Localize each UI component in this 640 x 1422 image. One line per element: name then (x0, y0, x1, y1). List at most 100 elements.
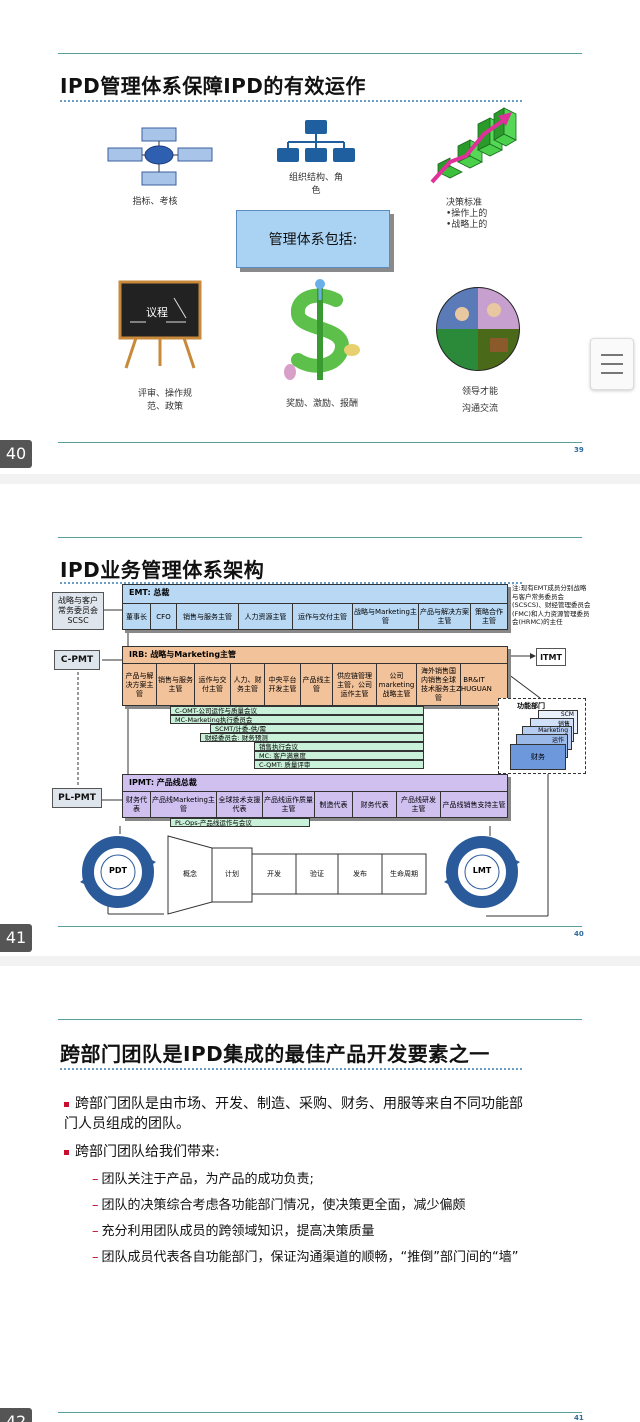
top-divider (58, 1019, 582, 1020)
metrics-diagram-icon (107, 127, 213, 186)
sub-bullet: –团队成员代表各自功能部门，保证沟通渠道的顺畅，“推倒”部门间的“墙” (92, 1248, 552, 1267)
ipmt-cell: 产品线运作质量主管 (263, 792, 315, 818)
menu-icon-line-top (601, 354, 623, 356)
irb-cell: 供应链管理主管，公司运作主管 (333, 664, 377, 706)
emt-cells: 董事长 CFO 销售与服务主管 人力资源主管 运作与交付主管 战略与Market… (123, 603, 507, 630)
stage-label: 计划 (225, 869, 239, 878)
title-underline (60, 582, 522, 584)
scsc-box: 战略与客户常务委员会SCSC (52, 592, 104, 630)
caption-org-line2: 色 (311, 186, 321, 196)
emt-cell: 产品与解决方案主管 (419, 604, 471, 630)
org-chart-icon (277, 120, 355, 162)
architecture-connectors (77, 598, 549, 917)
function-card: 财务 (510, 744, 566, 770)
chalkboard-icon (118, 280, 202, 369)
caption-metrics: 指标、考核 (132, 197, 178, 207)
page-number: 41 (574, 1414, 584, 1422)
green-row: C-QMT: 质量评审 (254, 760, 424, 769)
dash-marker: – (92, 1250, 99, 1265)
slide-title: IPD管理体系保障IPD的有效运作 (60, 74, 366, 98)
slide-2: IPD业务管理体系架构 战略与客户常务委员会SCSC C-PMT PL-PMT … (0, 484, 640, 956)
leadership-pie-icon (436, 287, 520, 371)
caption-org: 组织结构、角 色 (276, 172, 356, 198)
irb-cell: 销售与服务主管 (157, 664, 195, 706)
caption-decision: 决策标准 •操作上的 •战略上的 (446, 198, 516, 231)
dash-marker: – (92, 1172, 99, 1187)
dash-marker: – (92, 1224, 99, 1239)
ipmt-cell: 产品线销售支持主管 (442, 800, 506, 809)
irb-cell: 产品线主管 (301, 664, 333, 706)
sub-bullet-text: 团队成员代表各自功能部门，保证沟通渠道的顺畅，“推倒”部门间的“墙” (101, 1250, 519, 1265)
irb-header: IRB: 战略与Marketing主管 (129, 650, 237, 659)
sub-bullet-text: 团队的决策综合考虑各功能部门情况，使决策更全面，减少偏颇 (101, 1198, 466, 1213)
emt-cell: 运作与交付主管 (293, 604, 353, 630)
ipmt-cell: 全球技术支援代表 (217, 792, 263, 818)
caption-decision-line2: •操作上的 (446, 209, 488, 219)
function-label: 销售 (557, 721, 570, 728)
caption-review-line2: 范、政策 (146, 402, 183, 412)
bottom-divider (58, 442, 582, 443)
function-label: SCM (560, 711, 574, 718)
function-label: 运作 (551, 737, 564, 744)
emt-cell: CFO (151, 604, 177, 630)
emt-band: EMT: 总裁 董事长 CFO 销售与服务主管 人力资源主管 运作与交付主管 战… (122, 584, 508, 630)
ipmt-cell: 产品线Marketing主管 (151, 792, 217, 818)
green-row: C-OMT-公司运作与质量会议 (170, 706, 424, 715)
irb-band: IRB: 战略与Marketing主管 产品与解决方案主管 销售与服务主管 运作… (122, 646, 508, 706)
pdt-label: PDT (109, 866, 127, 875)
ipmt-cells: 财务代表 产品线Marketing主管 全球技术支援代表 产品线运作质量主管 制… (123, 791, 507, 818)
irb-cell: 人力、财务主管 (231, 664, 265, 706)
page-tab[interactable]: 41 (0, 924, 32, 952)
emt-note: 注:现有EMT成员分别战略与客户常务委员会(SCSCS)、财经管理委员会(FMC… (512, 584, 591, 626)
menu-icon-line-mid (601, 363, 623, 365)
dollar-sign-icon (284, 279, 360, 380)
caption-decision-line1: 决策标准 (446, 198, 483, 208)
emt-cell: 人力资源主管 (239, 604, 293, 630)
page-tab[interactable]: 42 (0, 1408, 32, 1422)
page-tab[interactable]: 40 (0, 440, 32, 468)
caption-review-line1: 评审、操作规 (137, 389, 192, 399)
stage-label: 验证 (310, 869, 324, 878)
caption-review: 评审、操作规 范、政策 (120, 388, 210, 414)
ipmt-band: IPMT: 产品线总裁 财务代表 产品线Marketing主管 全球技术支援代表… (122, 774, 508, 818)
slide-1: IPD管理体系保障IPD的有效运作 指标、考核 组织结构、角 色 (0, 0, 640, 474)
irb-cell: BR&IT ZHUGUAN (456, 676, 492, 693)
ipmt-cell: 财务代表 (353, 792, 397, 818)
stage-funnel (167, 835, 427, 915)
sub-bullet-text: 团队关注于产品，为产品的成功负责; (101, 1172, 314, 1187)
bullet-1: 跨部门团队是由市场、开发、制造、采购、财务、用服等来自不同功能部门人员组成的团队… (64, 1094, 534, 1134)
caption-org-line1: 组织结构、角 (288, 173, 343, 183)
slide-title: IPD业务管理体系架构 (60, 558, 265, 582)
ipmt-header: IPMT: 产品线总裁 (129, 778, 197, 787)
title-underline (60, 100, 522, 102)
caption-reward: 奖励、激励、报酬 (285, 399, 358, 409)
dash-marker: – (92, 1198, 99, 1213)
management-system-label: 管理体系包括: (268, 232, 358, 248)
itmt-box: ITMT (536, 648, 566, 666)
lmt-cycle-icon (444, 836, 520, 908)
ipmt-cell: 财务代表 (123, 792, 151, 818)
bottom-divider (58, 1412, 582, 1413)
emt-header: EMT: 总裁 (129, 588, 170, 597)
green-row: 销售执行会议 (254, 742, 424, 751)
stage-label: 概念 (183, 869, 197, 878)
emt-cell: 销售与服务主管 (177, 604, 239, 630)
slide-title: 跨部门团队是IPD集成的最佳产品开发要素之一 (60, 1042, 490, 1066)
bullet-marker (64, 1149, 69, 1155)
pl-ops-row: PL-Ops-产品线运作与会议 (170, 818, 310, 827)
stage-label: 生命周期 (390, 869, 418, 878)
management-system-box: 管理体系包括: (236, 210, 390, 268)
sub-bullet-text: 充分利用团队成员的跨领域知识，提高决策质量 (101, 1224, 375, 1239)
menu-button[interactable] (590, 338, 634, 390)
bottom-divider (58, 926, 582, 927)
page-number: 40 (574, 930, 584, 938)
lmt-label: LMT (472, 866, 492, 875)
irb-cells: 产品与解决方案主管 销售与服务主管 运作与交付主管 人力、财务主管 中央平台开发… (123, 663, 507, 706)
bullet-2-text: 跨部门团队给我们带来: (75, 1144, 220, 1160)
emt-cell: 战略与Marketing主管 (353, 604, 419, 630)
irb-cell: 运作与交付主管 (195, 664, 231, 706)
green-row: 财经委员会: 财务预测 (200, 733, 424, 742)
caption-lead-line1: 领导才能 (461, 387, 498, 397)
chalkboard-text: 议程 (146, 306, 168, 319)
page-number: 39 (574, 446, 584, 454)
